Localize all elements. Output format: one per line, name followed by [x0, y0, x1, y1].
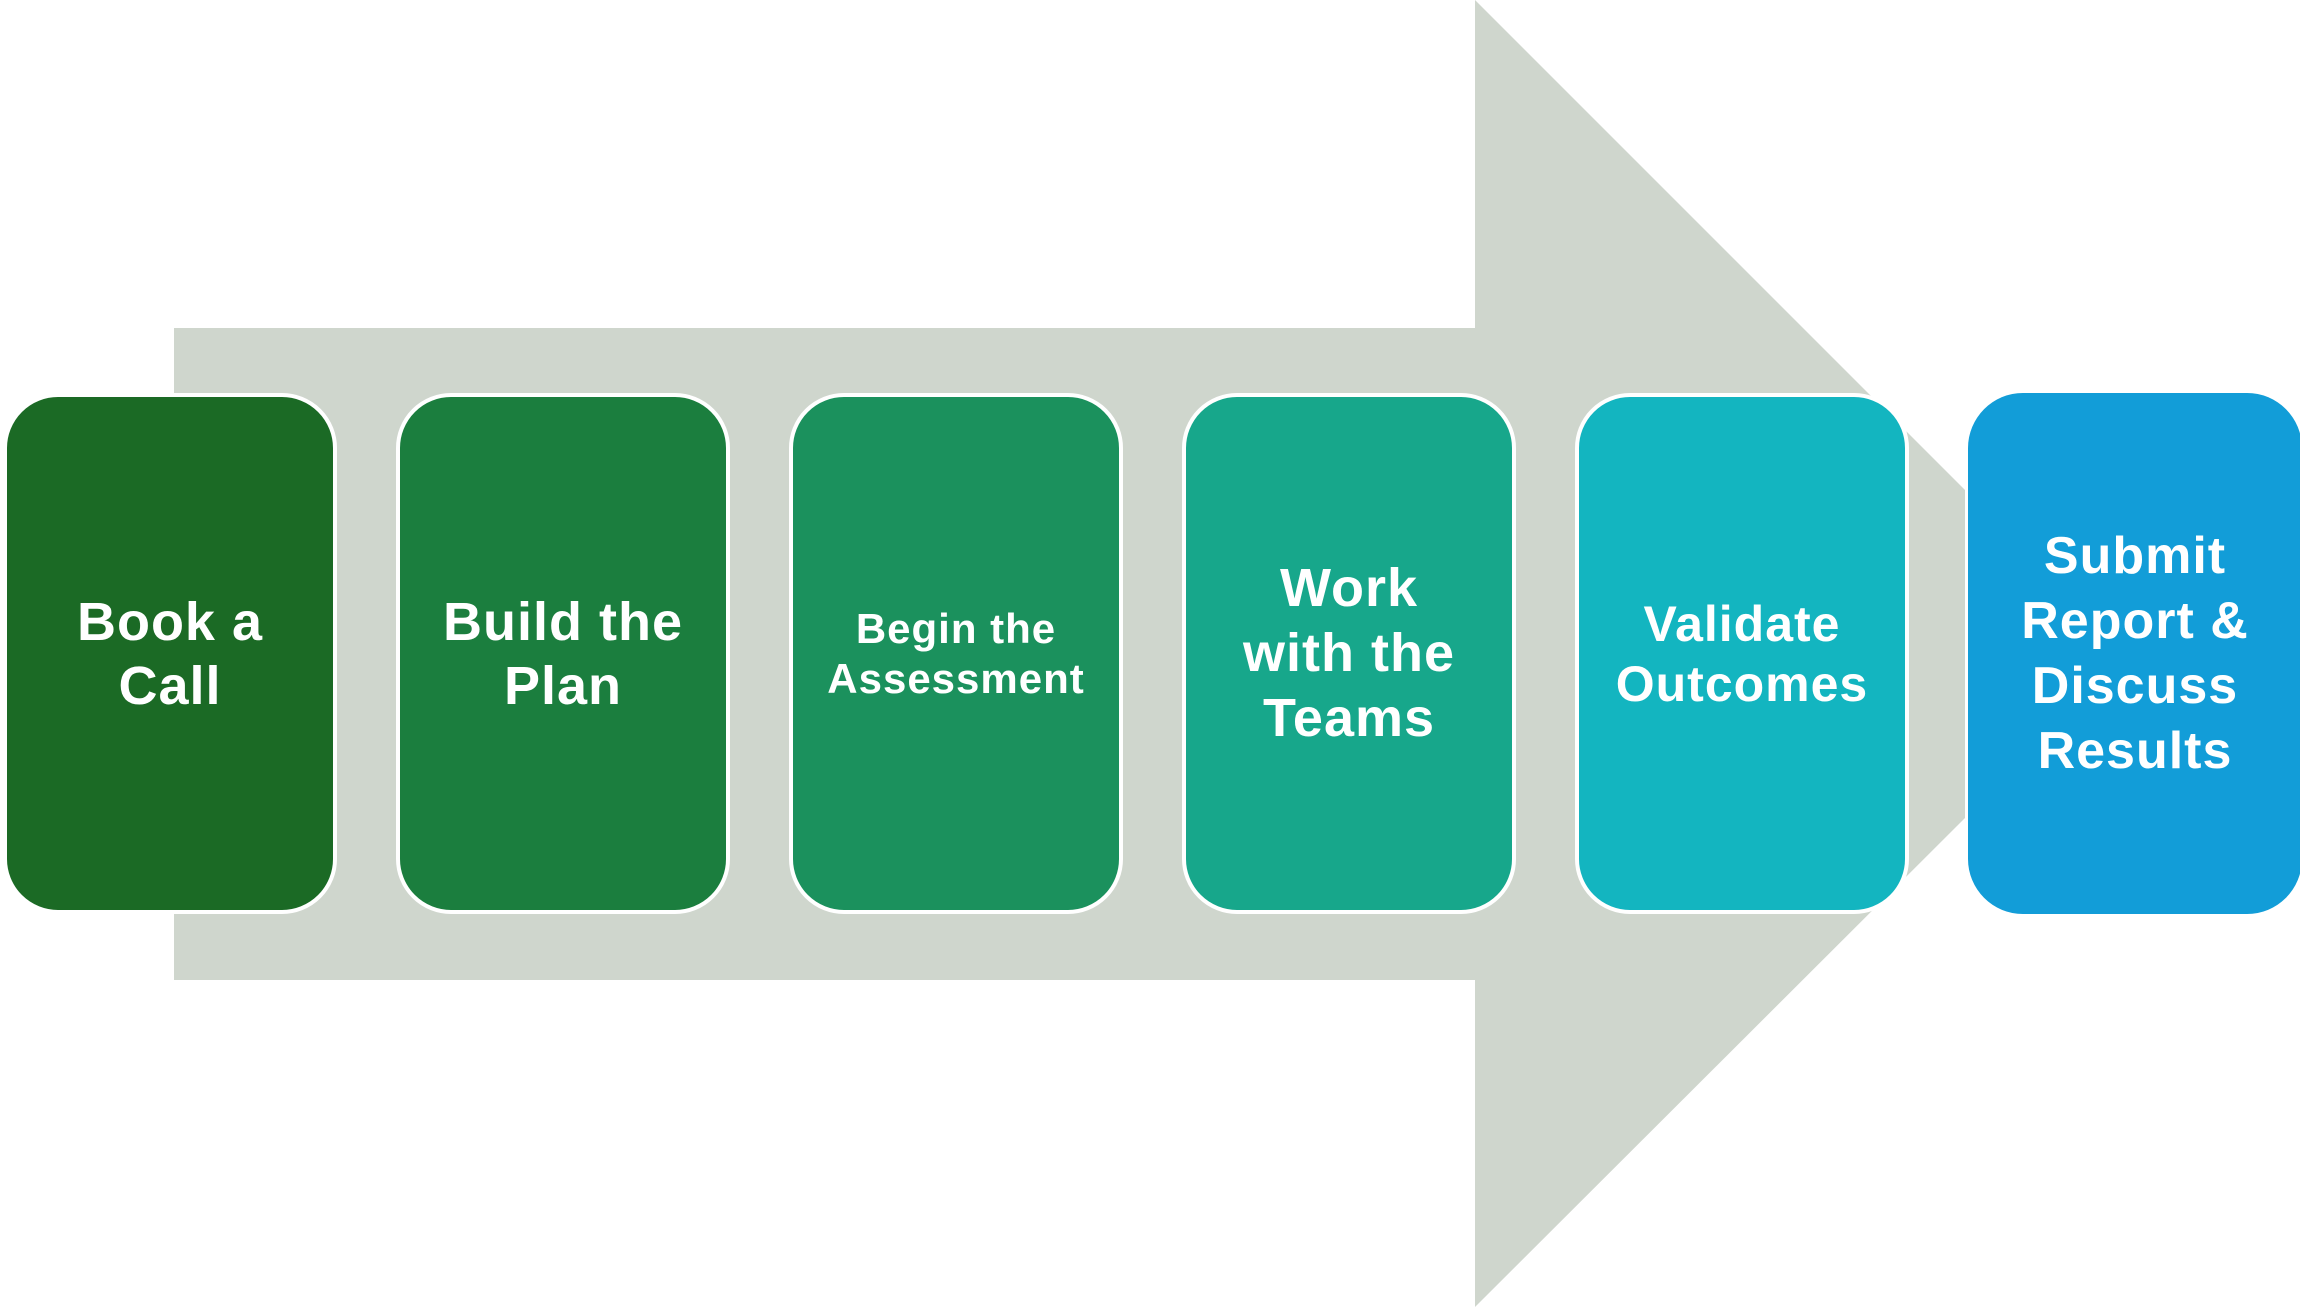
step-build-plan: Build the Plan — [396, 393, 730, 914]
step-begin-assessment: Begin the Assessment — [789, 393, 1123, 914]
step-label: Work with the Teams — [1243, 558, 1455, 748]
step-submit-report: Submit Report & Discuss Results — [1968, 393, 2300, 914]
step-label: Submit Report & Discuss Results — [2021, 526, 2249, 780]
step-book-call: Book a Call — [3, 393, 337, 914]
step-work-with-teams: Work with the Teams — [1182, 393, 1516, 914]
step-label: Begin the Assessment — [827, 604, 1085, 702]
step-label: Book a Call — [76, 591, 264, 716]
step-validate-outcomes: Validate Outcomes — [1575, 393, 1909, 914]
step-label: Validate Outcomes — [1615, 595, 1869, 712]
step-label: Build the Plan — [443, 591, 683, 716]
